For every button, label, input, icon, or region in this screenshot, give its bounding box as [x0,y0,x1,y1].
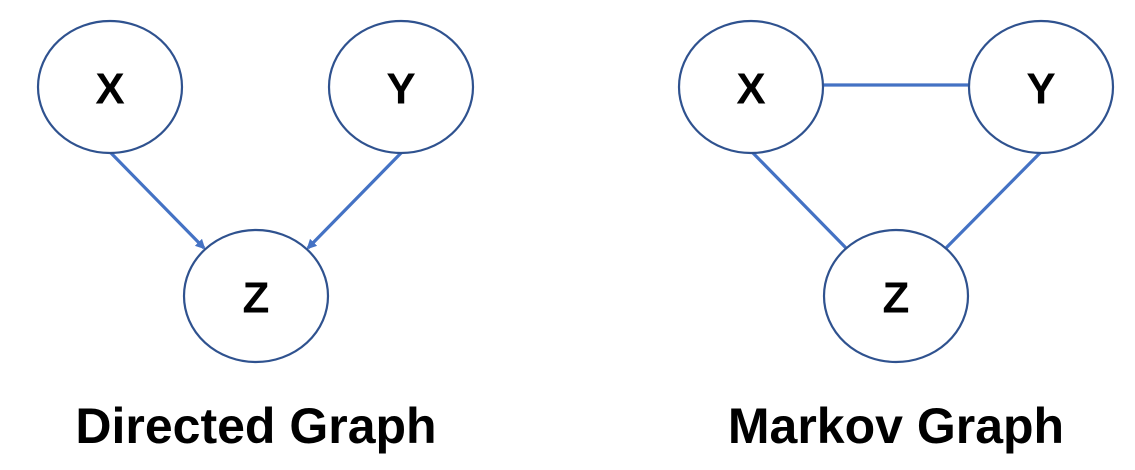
directed-node-z: Z [182,228,330,364]
markov-node-z-label: Z [883,274,910,323]
directed-graph: X Y Z Directed Graph [36,19,475,454]
directed-edge-y-to-z [306,150,404,250]
markov-edge-x-z [750,150,848,250]
directed-edge-x-to-z [108,150,206,250]
markov-node-y-circle [967,19,1115,155]
directed-node-x-label: X [95,65,124,114]
directed-node-z-circle [182,228,330,364]
markov-node-y: Y [967,19,1115,155]
markov-node-z: Z [822,228,970,364]
markov-node-x: X [677,19,825,155]
markov-node-x-label: X [736,65,765,114]
directed-node-z-label: Z [243,274,270,323]
directed-node-x: X [36,19,184,155]
directed-node-y-label: Y [386,65,415,114]
markov-graph: X Y Z Markov Graph [677,19,1115,454]
markov-node-x-circle [677,19,825,155]
directed-node-y: Y [327,19,475,155]
directed-node-y-circle [327,19,475,155]
directed-graph-caption: Directed Graph [75,398,436,454]
markov-graph-caption: Markov Graph [728,398,1064,454]
markov-node-z-circle [822,228,970,364]
markov-edge-y-z [944,150,1043,250]
directed-node-x-circle [36,19,184,155]
markov-node-y-label: Y [1026,65,1055,114]
